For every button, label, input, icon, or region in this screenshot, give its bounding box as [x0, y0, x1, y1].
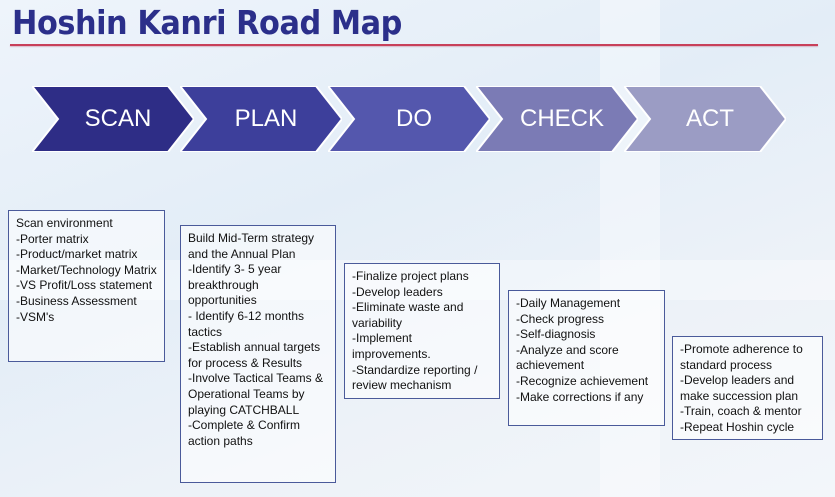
chevron-shape — [180, 86, 342, 152]
chevron-shape — [476, 86, 638, 152]
act-details-box: -Promote adherence to standard process -… — [672, 336, 823, 440]
do-details-box: -Finalize project plans -Develop leaders… — [344, 263, 500, 399]
chevron-shape — [32, 86, 194, 152]
phase-act: ACT — [624, 86, 786, 152]
page-title: Hoshin Kanri Road Map — [12, 3, 402, 42]
phase-label: PLAN — [234, 105, 298, 132]
phase-scan: SCAN — [32, 86, 194, 152]
phase-plan: PLAN — [180, 86, 342, 152]
phase-check: CHECK — [476, 86, 638, 152]
phase-label: ACT — [686, 105, 734, 132]
title-underline — [10, 44, 818, 46]
plan-details-box: Build Mid-Term strategy and the Annual P… — [180, 225, 336, 483]
chevron-shape — [624, 86, 786, 152]
scan-details-box: Scan environment -Porter matrix -Product… — [8, 210, 165, 362]
phase-label: SCAN — [84, 105, 152, 132]
phase-do: DO — [328, 86, 490, 152]
check-details-box: -Daily Management -Check progress -Self-… — [508, 290, 665, 426]
chevron-shape — [328, 86, 490, 152]
phase-label: CHECK — [519, 105, 604, 132]
phase-label: DO — [396, 105, 432, 132]
